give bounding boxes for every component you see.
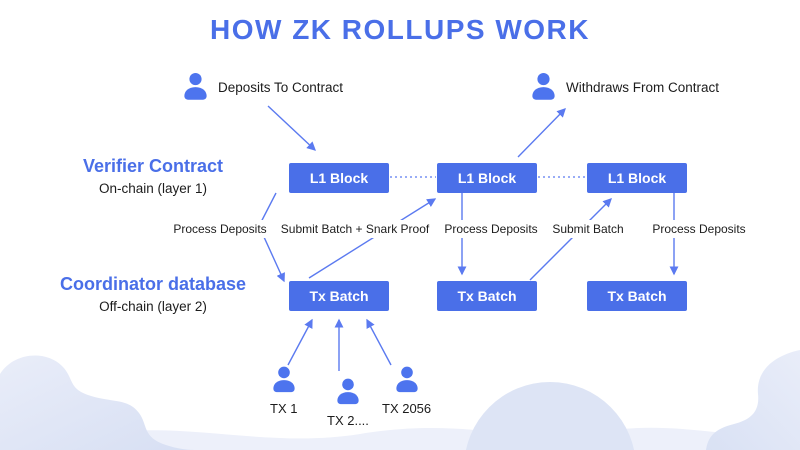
- layer1-subtitle: On-chain (layer 1): [98, 181, 208, 196]
- actor-withdraws-label: Withdraws From Contract: [566, 80, 720, 95]
- tx-actor-3: TX 2056: [382, 366, 431, 416]
- user-icon: [395, 366, 418, 393]
- tx-actor-3-label: TX 2056: [382, 401, 432, 416]
- tx-actor-2: TX 2....: [327, 378, 369, 428]
- arrow-deposits-to-l1block1: [267, 105, 316, 151]
- actor-deposits-label: Deposits To Contract: [218, 80, 344, 95]
- flow-label-process-deposits-2: Process Deposits: [439, 220, 543, 238]
- l1-block-3: L1 Block: [587, 163, 687, 193]
- tx-actor-1: TX 1: [270, 366, 297, 416]
- tx-actor-2-label: TX 2....: [327, 413, 369, 428]
- user-icon: [273, 366, 295, 393]
- arrow-l1block2-to-withdraws: [517, 108, 566, 158]
- tx-batch-3: Tx Batch: [587, 281, 687, 311]
- flow-label-process-deposits-1: Process Deposits: [168, 220, 272, 238]
- actor-deposits: Deposits To Contract: [182, 72, 343, 103]
- user-icon: [337, 378, 359, 405]
- flow-label-submit-batch: Submit Batch: [547, 220, 629, 238]
- user-icon: [532, 72, 555, 100]
- layer2-title: Coordinator database: [59, 274, 247, 294]
- user-icon: [184, 72, 207, 100]
- cloud-bottom-center: [465, 382, 635, 450]
- tx-batch-1: Tx Batch: [289, 281, 389, 311]
- actor-withdraws: Withdraws From Contract: [530, 72, 719, 103]
- tx-actor-1-label: TX 1: [270, 401, 298, 416]
- l1-block-2: L1 Block: [437, 163, 537, 193]
- cloud-bottom-left: [0, 355, 198, 450]
- flow-label-submit-batch-snark-proof: Submit Batch + Snark Proof: [275, 220, 435, 238]
- arrow-tx1-to-txbatch1: [287, 318, 313, 366]
- layer1-caption: Verifier Contract On-chain (layer 1): [48, 156, 258, 196]
- l1-block-1: L1 Block: [289, 163, 389, 193]
- page-title: HOW ZK ROLLUPS WORK: [209, 14, 591, 45]
- cloud-bottom-right: [706, 350, 800, 450]
- tx-batch-2: Tx Batch: [437, 281, 537, 311]
- arrow-txbatch1-to-l1block2: [308, 198, 437, 279]
- flow-label-process-deposits-3: Process Deposits: [647, 220, 751, 238]
- layer2-subtitle: Off-chain (layer 2): [99, 299, 207, 314]
- arrow-tx2056-to-txbatch1: [366, 318, 392, 366]
- arrow-txbatch2-to-l1block3: [529, 198, 612, 281]
- layer1-title: Verifier Contract: [82, 156, 224, 176]
- layer2-caption: Coordinator database Off-chain (layer 2): [48, 274, 258, 314]
